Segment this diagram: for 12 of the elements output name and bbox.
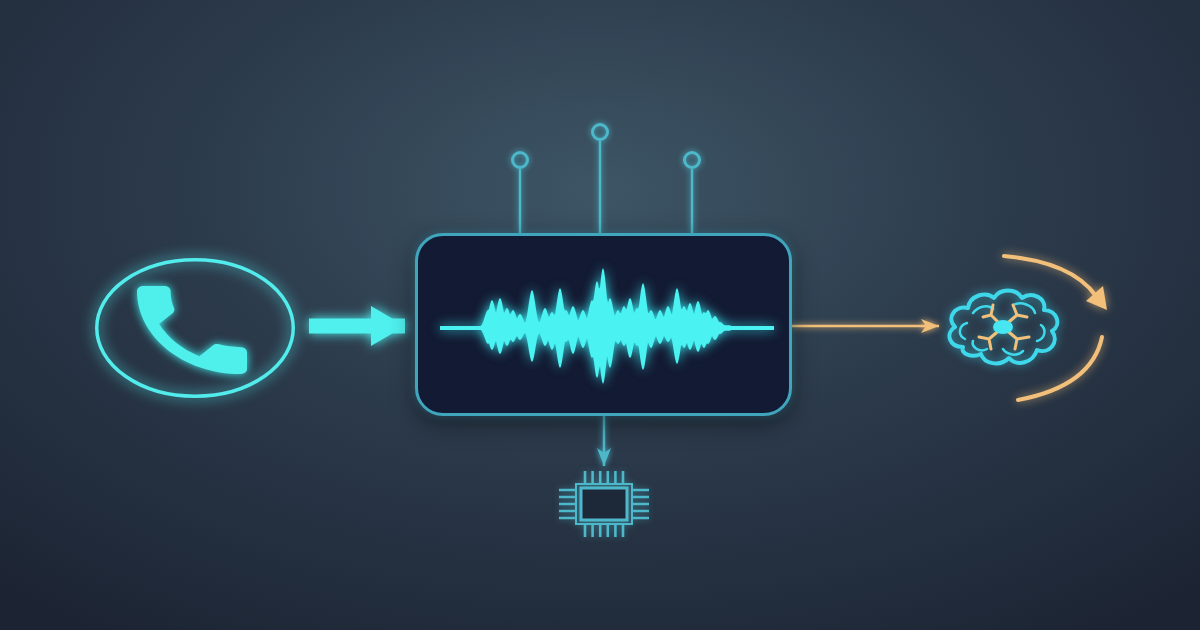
- antenna-ring: [591, 123, 609, 141]
- arrow: [597, 416, 611, 466]
- connector-line: [598, 141, 602, 233]
- audio-panel: [415, 233, 792, 416]
- connector-line: [518, 169, 522, 233]
- connector-line: [690, 169, 694, 233]
- chip-icon: [558, 470, 650, 538]
- antenna-ring: [511, 151, 529, 169]
- arrow: [309, 306, 405, 346]
- antenna-ring: [683, 151, 701, 169]
- phone-ring: [95, 258, 295, 398]
- arrow: [792, 319, 939, 333]
